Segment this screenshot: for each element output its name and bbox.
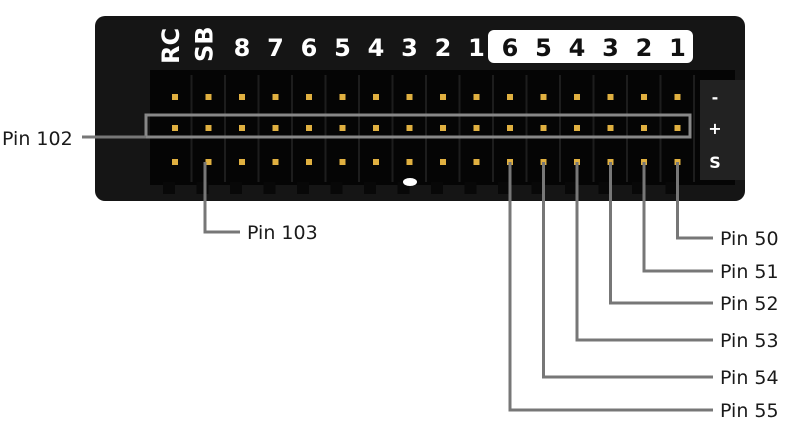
pin <box>272 94 279 100</box>
aux-channel-label: 7 <box>267 34 284 62</box>
pin <box>339 125 346 131</box>
pin <box>239 159 245 165</box>
row-label: + <box>708 119 721 138</box>
connector-tab <box>330 182 343 194</box>
pin <box>440 125 446 131</box>
pin <box>440 159 446 165</box>
connector-tab <box>565 182 577 194</box>
main-pin-leader <box>642 162 713 273</box>
pin <box>339 159 346 165</box>
pin <box>205 159 212 165</box>
row-label: S <box>709 153 721 172</box>
connector-tab <box>297 182 309 194</box>
pin <box>172 125 178 131</box>
connector-tab <box>665 182 678 194</box>
pin <box>574 94 580 100</box>
pin <box>574 125 580 131</box>
pin <box>507 94 513 100</box>
pin <box>373 125 379 131</box>
main-pin-leader <box>676 162 713 240</box>
pin <box>507 125 513 131</box>
pin <box>306 159 312 165</box>
connector-tab <box>598 182 611 194</box>
pin <box>674 125 681 131</box>
pin <box>339 94 346 100</box>
connector-tab <box>431 182 443 194</box>
main-channel-label: 3 <box>602 34 619 62</box>
aux-channel-label: 3 <box>401 34 418 62</box>
pin <box>239 125 245 131</box>
pin <box>473 94 480 100</box>
pin <box>205 94 212 100</box>
main-channel-label: 5 <box>535 34 552 62</box>
pin <box>172 94 178 100</box>
connector-tab <box>263 182 276 194</box>
pin <box>272 125 279 131</box>
pin <box>406 125 413 131</box>
pin102-label: Pin 102 <box>2 128 73 150</box>
connector-tab <box>230 182 242 194</box>
pin <box>306 125 312 131</box>
connector-tab <box>531 182 544 194</box>
connector-tab <box>498 182 510 194</box>
connector-tab <box>464 182 477 194</box>
pin <box>540 125 547 131</box>
pin103-label: Pin 103 <box>247 222 318 244</box>
main-pin-label: Pin 55 <box>720 400 779 422</box>
main-channel-label: 1 <box>669 34 686 62</box>
aux-channel-label: 8 <box>234 34 251 62</box>
connector-tab <box>364 182 376 194</box>
main-pin-leader <box>575 162 713 342</box>
pin <box>674 94 681 100</box>
main-channel-label: 2 <box>636 34 653 62</box>
pin <box>473 125 480 131</box>
main-pin-leader <box>508 162 713 412</box>
main-pin-label: Pin 50 <box>720 228 779 250</box>
pin <box>205 125 212 131</box>
connector-tab <box>632 182 644 194</box>
connector-marker <box>403 178 417 186</box>
connector-tab <box>163 182 175 194</box>
main-pin-leader <box>609 162 713 305</box>
main-pin-label: Pin 51 <box>720 261 779 283</box>
pin <box>540 94 547 100</box>
aux-channel-label: 1 <box>468 34 485 62</box>
row-label-panel <box>700 80 745 180</box>
pin <box>607 94 614 100</box>
pin <box>172 159 178 165</box>
pin <box>440 94 446 100</box>
main-channel-label: 6 <box>502 34 519 62</box>
aux-channel-label: 6 <box>301 34 318 62</box>
pin <box>473 159 480 165</box>
pin <box>272 159 279 165</box>
main-pin-leader <box>542 162 713 379</box>
pin103-leader <box>203 162 240 234</box>
main-pin-label: Pin 53 <box>720 330 779 352</box>
pin <box>406 94 413 100</box>
main-pin-label: Pin 54 <box>720 367 779 389</box>
pin <box>239 94 245 100</box>
pin102-highlight-box <box>144 113 692 139</box>
header-label-rc: RC <box>157 28 185 64</box>
main-pin-label: Pin 52 <box>720 293 779 315</box>
header-label-sb: SB <box>191 26 219 62</box>
pin <box>373 94 379 100</box>
aux-channel-label: 4 <box>368 34 385 62</box>
main-channel-label: 4 <box>569 34 586 62</box>
connector-tab <box>196 182 209 194</box>
pin <box>406 159 413 165</box>
main-out-label-box <box>488 30 693 63</box>
aux-channel-label: 2 <box>435 34 452 62</box>
pin <box>641 94 647 100</box>
aux-channel-label: 5 <box>334 34 351 62</box>
pin <box>607 125 614 131</box>
row-label: - <box>712 88 719 107</box>
pin <box>373 159 379 165</box>
pin <box>641 125 647 131</box>
pin <box>306 94 312 100</box>
